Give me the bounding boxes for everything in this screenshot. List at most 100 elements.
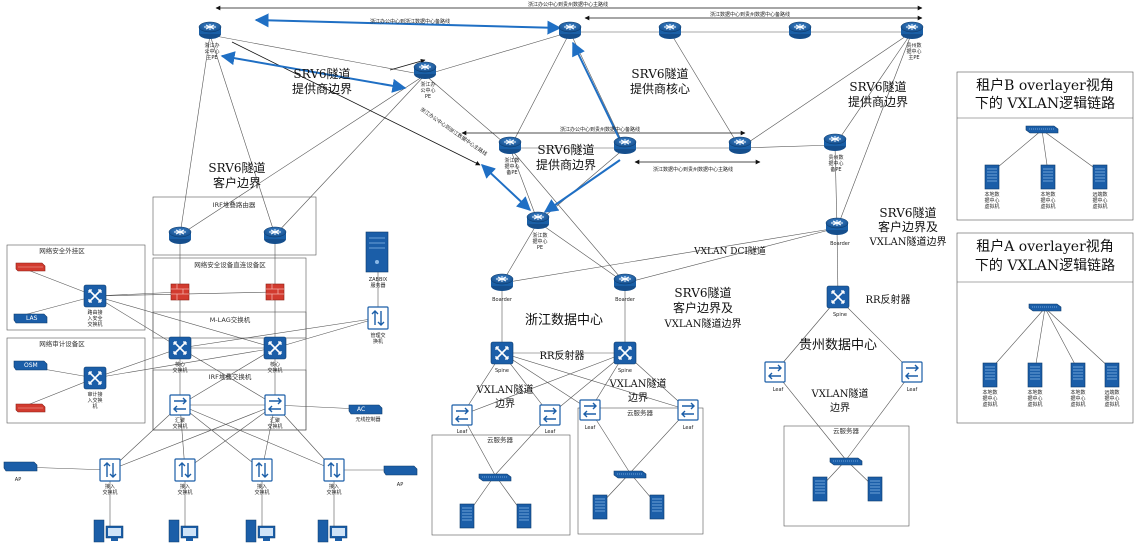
router-core-4[interactable]	[613, 136, 637, 155]
svg-text:虚拟机: 虚拟机	[1070, 401, 1085, 408]
router-core-2[interactable]	[658, 21, 682, 40]
svg-text:交换机: 交换机	[172, 367, 187, 374]
svg-text:SRV6隧道: SRV6隧道	[674, 285, 731, 300]
svg-text:据中心: 据中心	[1070, 395, 1085, 402]
svg-text:VXLAN隧道: VXLAN隧道	[476, 383, 534, 396]
svg-text:据中心: 据中心	[828, 160, 843, 167]
svg-text:据中心: 据中心	[532, 238, 547, 245]
tenant-a-panel: 租户A overlayer视角 下的 VXLAN逻辑链路 本地数 据中心 虚拟机…	[975, 238, 1120, 408]
osm-label: OSM	[24, 362, 38, 369]
spine-label: Spine	[618, 368, 632, 374]
leaf-zj-1[interactable]	[451, 404, 473, 426]
svg-text:浙江数: 浙江数	[504, 157, 519, 164]
router-irf-1[interactable]	[168, 226, 192, 245]
leaf-zj-4[interactable]	[677, 399, 699, 421]
svg-text:Leaf: Leaf	[907, 387, 918, 393]
svg-text:汇聚: 汇聚	[175, 417, 185, 424]
server-6[interactable]	[867, 476, 883, 502]
svg-text:客户边界及: 客户边界及	[878, 219, 938, 234]
leaf-gz-1[interactable]	[764, 361, 786, 383]
physical-links	[19, 31, 913, 528]
server-3[interactable]	[592, 494, 608, 520]
core-switch-1[interactable]	[168, 336, 192, 360]
router-zj-dc-pe[interactable]	[526, 211, 550, 230]
cloud-vswitch-1[interactable]	[478, 473, 512, 482]
router-access-switch[interactable]	[83, 284, 107, 308]
svg-text:远端数: 远端数	[1092, 191, 1107, 198]
svg-text:公中心: 公中心	[204, 48, 219, 55]
router-core-1[interactable]	[558, 21, 582, 40]
svg-text:ZABBIX: ZABBIX	[369, 277, 388, 283]
ac-controller[interactable]	[348, 404, 383, 415]
svg-text:租户A overlayer视角: 租户A overlayer视角	[976, 238, 1114, 255]
leaf-gz-2[interactable]	[901, 361, 923, 383]
server-2[interactable]	[516, 503, 532, 529]
cloud-vswitch-3[interactable]	[829, 457, 863, 466]
router-zj-office-main-pe[interactable]	[198, 21, 222, 40]
ap-left[interactable]	[3, 461, 38, 472]
svg-text:主PE: 主PE	[908, 54, 919, 61]
spine-gz[interactable]	[826, 285, 850, 309]
mgmt-switch[interactable]	[367, 306, 389, 330]
audit-access-switch[interactable]	[83, 366, 107, 390]
leaf-labels: Leaf Leaf Leaf Leaf Leaf Leaf	[457, 387, 918, 435]
agg-switch-1[interactable]	[169, 394, 191, 416]
svg-text:远端数: 远端数	[1104, 389, 1119, 396]
svg-text:公中心: 公中心	[420, 87, 435, 94]
server-4[interactable]	[649, 494, 665, 520]
server-5[interactable]	[812, 476, 828, 502]
router-border-zj-2[interactable]	[613, 273, 637, 292]
svg-text:下的 VXLAN逻辑链路: 下的 VXLAN逻辑链路	[975, 96, 1115, 112]
cloud-vswitch-2[interactable]	[613, 470, 647, 479]
sec-firewall-1[interactable]	[15, 262, 46, 272]
router-core-3[interactable]	[788, 21, 812, 40]
zabbix-server[interactable]	[365, 231, 389, 273]
leaf-zj-3[interactable]	[579, 399, 601, 421]
svg-text:浙江办公中心到浙江数据中心备路线: 浙江办公中心到浙江数据中心备路线	[370, 18, 450, 25]
leaf-zj-2[interactable]	[539, 404, 561, 426]
svg-text:PE: PE	[425, 94, 431, 100]
router-zj-office-pe[interactable]	[413, 61, 437, 80]
access-switch-2[interactable]	[174, 458, 196, 482]
router-zj-dc-backup[interactable]	[498, 136, 522, 155]
svg-text:RR反射器: RR反射器	[865, 294, 910, 306]
ap-right[interactable]	[383, 465, 418, 476]
pc-3[interactable]	[245, 519, 276, 543]
core-switch-2[interactable]	[263, 336, 287, 360]
router-gz-main-pe[interactable]	[900, 21, 924, 40]
svg-text:客户边界及: 客户边界及	[673, 300, 733, 315]
svg-text:SRV6隧道: SRV6隧道	[631, 66, 688, 81]
svg-text:据中心: 据中心	[982, 395, 997, 402]
firewall-2[interactable]	[265, 283, 285, 301]
pc-1[interactable]	[93, 519, 124, 543]
svg-text:主PE: 主PE	[206, 54, 217, 61]
svg-text:浙江数据中心: 浙江数据中心	[525, 313, 603, 328]
svg-text:核心: 核心	[270, 361, 280, 368]
svg-text:交换机: 交换机	[267, 367, 282, 374]
router-gz-dc-backup[interactable]	[823, 133, 847, 152]
blue-overlay-links	[220, 13, 621, 213]
spine-zj-2[interactable]	[613, 341, 637, 365]
svg-text:网络安全设备直连设备区: 网络安全设备直连设备区	[194, 260, 266, 269]
router-core-5[interactable]	[728, 136, 752, 155]
router-border-gz[interactable]	[825, 217, 849, 236]
spine-zj-1[interactable]	[490, 341, 514, 365]
svg-text:虚拟机: 虚拟机	[984, 203, 999, 210]
tenant-b-switch	[1025, 125, 1059, 134]
access-switch-4[interactable]	[323, 458, 345, 482]
spine-label: Spine	[495, 368, 509, 374]
svg-text:云服务器: 云服务器	[627, 408, 654, 417]
svg-text:提供商边界: 提供商边界	[292, 81, 352, 96]
svg-text:贵州数: 贵州数	[906, 42, 921, 49]
router-irf-2[interactable]	[263, 226, 287, 245]
access-switch-3[interactable]	[251, 458, 273, 482]
pc-2[interactable]	[168, 519, 199, 543]
access-switch-1[interactable]	[99, 458, 121, 482]
firewall-1[interactable]	[170, 283, 190, 301]
svg-text:网络审计设备区: 网络审计设备区	[39, 339, 85, 348]
server-1[interactable]	[459, 503, 475, 529]
agg-switch-2[interactable]	[264, 394, 286, 416]
audit-firewall[interactable]	[15, 403, 46, 413]
pc-4[interactable]	[317, 519, 348, 543]
router-border-zj-1[interactable]	[490, 273, 514, 292]
